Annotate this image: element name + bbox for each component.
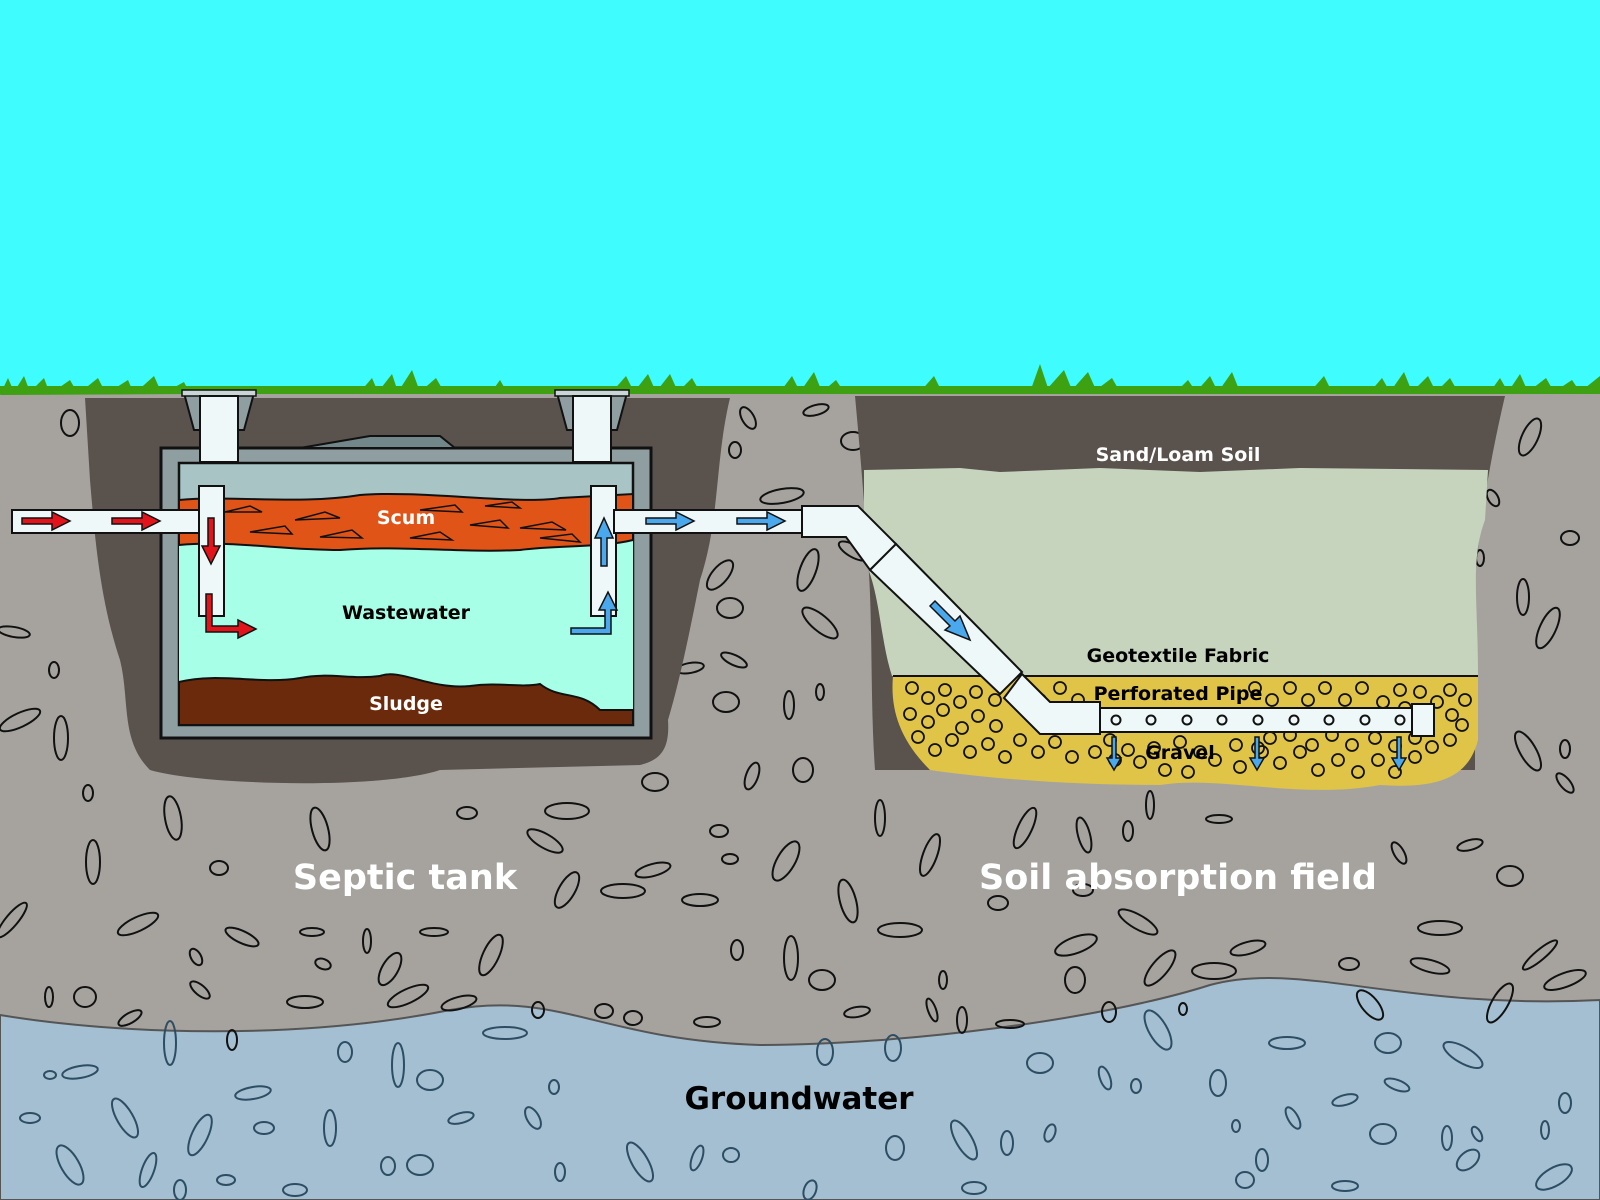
seepage-arrow-1 bbox=[1105, 736, 1123, 772]
outflow-arrow-diagonal bbox=[928, 599, 972, 642]
inflow-arrow-down bbox=[200, 517, 222, 566]
label-perforated-pipe: Perforated Pipe bbox=[1094, 683, 1263, 705]
label-gravel: Gravel bbox=[1145, 742, 1215, 764]
outflow-arrows bbox=[570, 510, 1408, 772]
label-soil-absorption-field: Soil absorption field bbox=[979, 858, 1377, 898]
inlet-riser-pipe bbox=[199, 395, 239, 463]
groundwater-layer bbox=[0, 976, 1600, 1200]
outflow-arrow-right-2 bbox=[736, 510, 787, 532]
outflow-arrow-right-1 bbox=[645, 510, 696, 532]
seepage-arrow-2 bbox=[1248, 736, 1266, 772]
label-wastewater: Wastewater bbox=[342, 602, 471, 624]
label-geotextile-fabric: Geotextile Fabric bbox=[1087, 645, 1270, 667]
inflow-arrow-turn bbox=[205, 593, 258, 640]
inflow-arrow-right-2 bbox=[111, 510, 162, 532]
sand-loam-fill bbox=[864, 468, 1488, 676]
inflow-arrow-right-1 bbox=[21, 510, 72, 532]
perforations bbox=[1110, 714, 1406, 726]
pipe-elbow-lower bbox=[1002, 672, 1101, 735]
label-sludge: Sludge bbox=[369, 693, 443, 715]
septic-tank bbox=[159, 435, 653, 740]
outflow-arrow-turn bbox=[570, 590, 619, 635]
tank-manway bbox=[299, 435, 510, 449]
label-scum: Scum bbox=[377, 507, 435, 529]
sludge-layer bbox=[178, 673, 634, 726]
grass bbox=[0, 364, 1600, 395]
tank-risers bbox=[181, 389, 630, 463]
outflow-arrow-up-1 bbox=[593, 516, 615, 567]
seepage-arrow-3 bbox=[1390, 736, 1408, 772]
sky bbox=[0, 0, 1600, 400]
ground-pebbles bbox=[0, 403, 1587, 1051]
groundwater-pebbles bbox=[19, 1009, 1573, 1200]
outlet-riser-pipe bbox=[572, 395, 612, 463]
pipe-end-cap bbox=[1411, 703, 1435, 737]
label-groundwater: Groundwater bbox=[684, 1081, 914, 1117]
label-sand-loam-soil: Sand/Loam Soil bbox=[1096, 444, 1261, 466]
inflow-arrows bbox=[21, 510, 258, 640]
pipes bbox=[11, 485, 1435, 737]
label-septic-tank: Septic tank bbox=[293, 858, 518, 898]
